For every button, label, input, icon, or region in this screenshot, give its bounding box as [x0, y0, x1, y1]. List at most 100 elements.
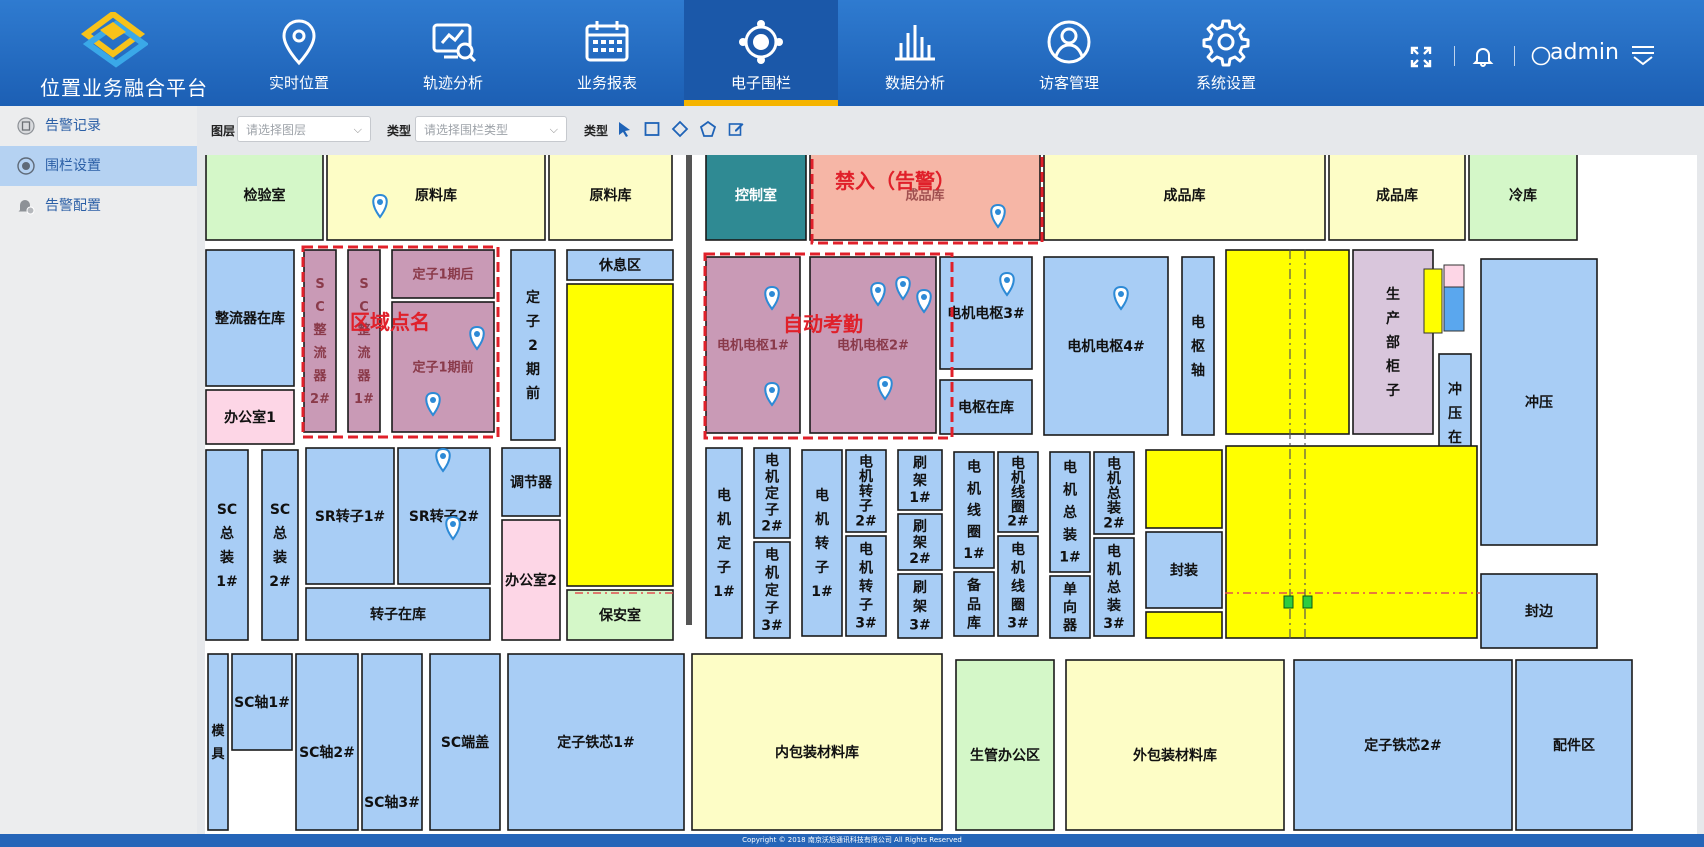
room-label: 检验室: [244, 187, 286, 204]
room-block: [939, 256, 1033, 370]
room-label: 定子铁芯1#: [557, 734, 634, 751]
top-header: 位置业务融合平台 实时位置 轨迹分析 业务报表 电子围栏 数据分析 访客管理 系…: [0, 0, 1704, 106]
nav-system-settings[interactable]: 系统设置: [1149, 0, 1303, 106]
room-block: [705, 447, 743, 639]
sidebar-item-label: 告警配置: [45, 198, 101, 214]
logo-mark-icon: [80, 12, 148, 68]
nav-visitor-management[interactable]: 访客管理: [992, 0, 1146, 106]
room-label: 电枢轴: [1191, 314, 1205, 379]
polygon-tool-icon[interactable]: [699, 120, 717, 138]
gear-icon: [1202, 19, 1250, 67]
room-label: SC端盖: [441, 734, 489, 751]
room-block: [1049, 451, 1091, 573]
room-block: [809, 155, 1041, 241]
room-block: [261, 449, 299, 641]
fence-icon: [739, 20, 783, 64]
location-pin-dot: [900, 281, 906, 287]
layer-label: 图层: [211, 124, 236, 138]
fullscreen-icon[interactable]: [1410, 46, 1432, 68]
room-block: [305, 447, 395, 585]
location-pin-icon: [990, 203, 1006, 229]
room-block: [566, 249, 674, 281]
location-pin-dot: [450, 521, 456, 527]
user-avatar-icon: [1531, 46, 1551, 66]
nav-track-analysis[interactable]: 轨迹分析: [376, 0, 530, 106]
nav-business-report[interactable]: 业务报表: [530, 0, 684, 106]
room-block: [1049, 575, 1091, 639]
location-pin-dot: [921, 294, 927, 300]
sidebar-item-fence-settings[interactable]: 围栏设置: [0, 146, 197, 186]
room-block: [953, 451, 995, 569]
rectangle-tool-icon[interactable]: [643, 120, 661, 138]
bell-icon[interactable]: [1472, 45, 1494, 67]
username[interactable]: admin: [1550, 40, 1619, 65]
separator: [1514, 46, 1515, 66]
room-block: [845, 535, 887, 637]
room-block: [1515, 659, 1633, 831]
bar-chart-icon: [895, 25, 935, 61]
nav-realtime-location[interactable]: 实时位置: [222, 0, 376, 106]
room-block: [361, 653, 423, 831]
nav-label: 访客管理: [1038, 74, 1099, 92]
layer-select-placeholder: 请选择图层: [246, 123, 307, 137]
room-label: 电机电枢2#: [837, 338, 909, 354]
location-pin-icon: [877, 375, 893, 401]
small-block: [1443, 286, 1465, 332]
pointer-tool-icon[interactable]: [615, 120, 633, 138]
nav-label: 数据分析: [884, 74, 945, 92]
location-pin-dot: [474, 331, 480, 337]
nav-electronic-fence[interactable]: 电子围栏: [684, 0, 838, 106]
small-block: [1443, 264, 1465, 288]
room-block: [391, 301, 495, 433]
room-block: [753, 447, 791, 539]
logo: 位置业务融合平台: [0, 0, 230, 106]
fence-type-select[interactable]: 请选择围栏类型 ⌵: [415, 116, 567, 142]
edit-tool-icon[interactable]: [727, 120, 745, 138]
zone-block: [1225, 249, 1350, 435]
room-block: [801, 449, 843, 637]
room-block: [753, 541, 791, 639]
room-label: 电机电枢4#: [1067, 338, 1144, 355]
room-label: 办公室2: [505, 572, 557, 589]
room-block: [897, 449, 943, 511]
sidebar-item-label: 围栏设置: [45, 158, 101, 174]
room-label: 定子铁芯2#: [1364, 737, 1441, 754]
device-marker: [1283, 595, 1294, 609]
room-label: 办公室1: [224, 409, 276, 426]
sidebar-item-alarm-config[interactable]: 告警配置: [0, 186, 197, 226]
room-block: [305, 587, 491, 641]
room-block: [845, 449, 887, 533]
diamond-tool-icon[interactable]: [671, 120, 689, 138]
location-pin-icon: [999, 271, 1015, 297]
room-block: [326, 155, 546, 241]
layer-select[interactable]: 请选择图层 ⌵: [237, 116, 371, 142]
sidebar-item-alarm-records[interactable]: 告警记录: [0, 106, 197, 146]
type-label: 类型: [387, 124, 412, 138]
room-block: [997, 535, 1039, 637]
header-actions: admin: [1364, 0, 1704, 106]
location-pin-dot: [882, 381, 888, 387]
room-label: 成品库: [1376, 187, 1418, 204]
menu-dropdown-icon[interactable]: [1630, 44, 1656, 66]
room-block: [1352, 249, 1434, 435]
room-block: [955, 659, 1055, 831]
room-block: [1043, 155, 1326, 241]
room-block: [1093, 537, 1135, 637]
room-label: 成品库: [905, 188, 944, 204]
room-label: SC轴1#: [234, 694, 290, 711]
target-icon: [17, 157, 35, 175]
room-block: [205, 249, 295, 387]
room-label: SC轴3#: [364, 794, 420, 811]
room-block: [1065, 659, 1285, 831]
nav-data-analysis[interactable]: 数据分析: [838, 0, 992, 106]
